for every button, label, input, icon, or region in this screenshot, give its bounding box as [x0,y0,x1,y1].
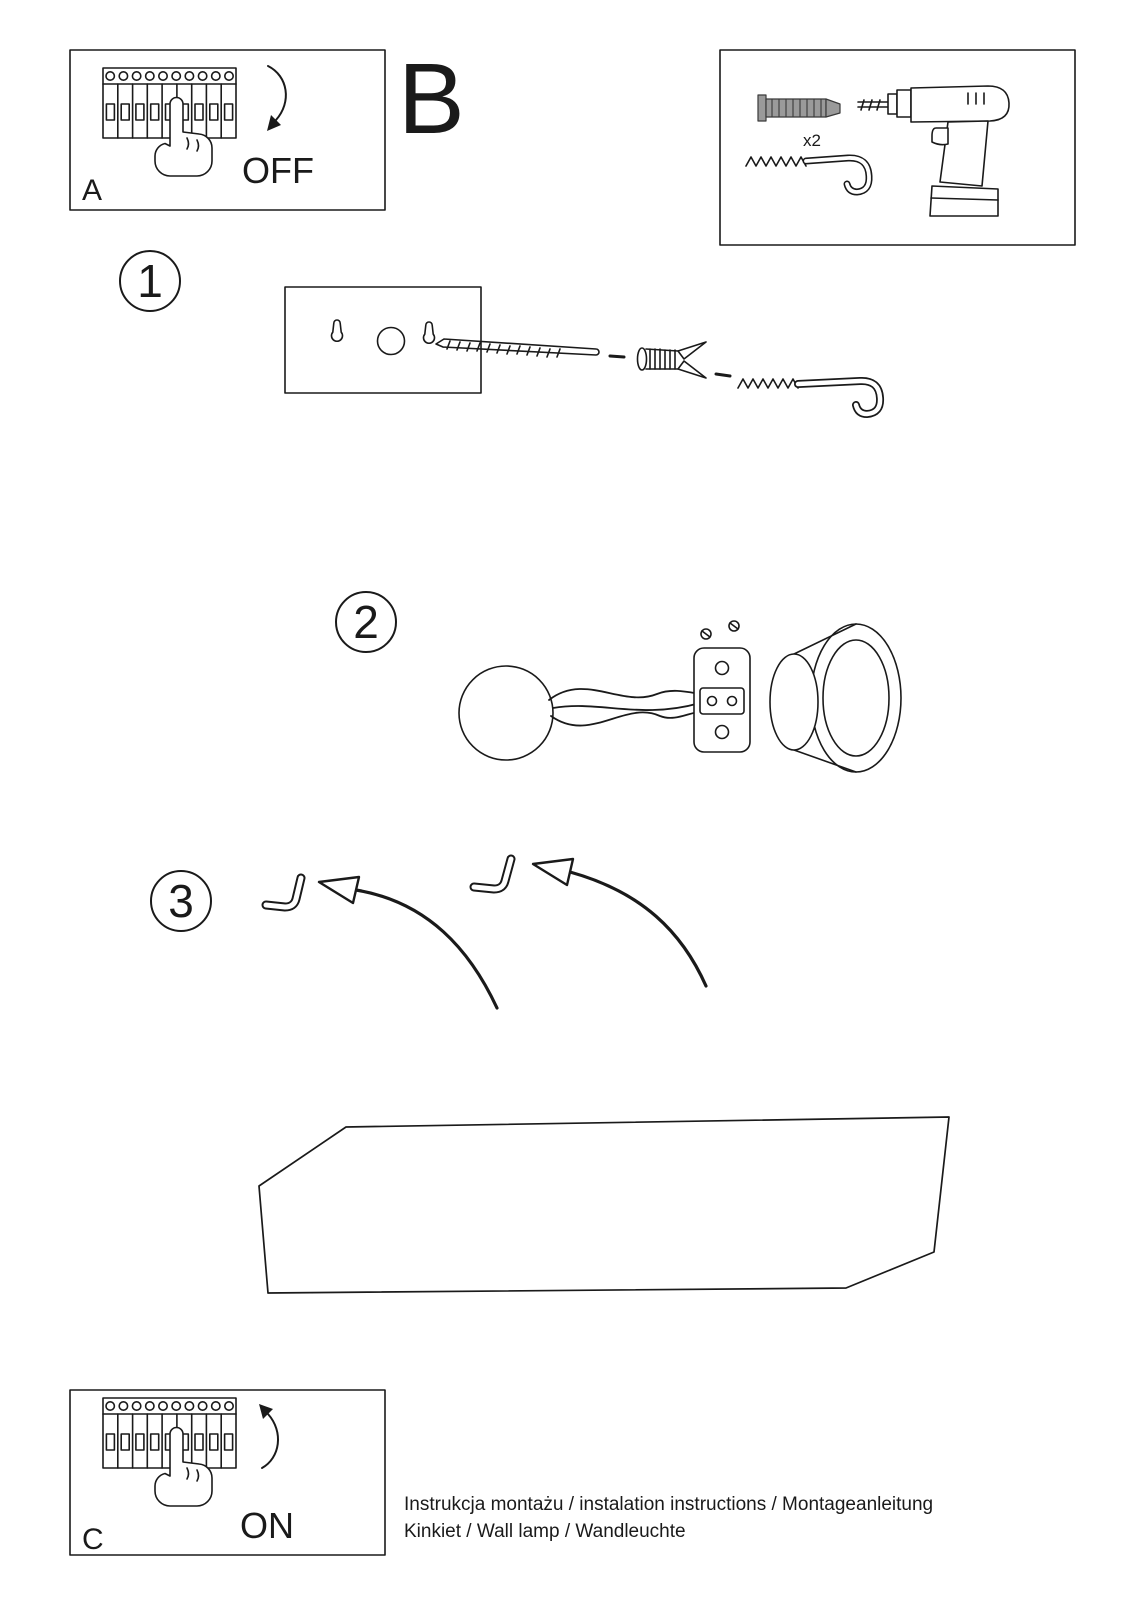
panel-a-state-label: OFF [242,150,314,191]
bracket-hole-bottom [714,724,730,740]
anchor-collar [636,347,648,371]
hook-screw-threads [737,378,799,389]
drill-chuck-front [887,93,898,115]
keyhole-slot-left [330,319,344,342]
canopy-back-rim [810,623,902,773]
hang-arrow-icon [531,857,708,988]
wires-illustration [548,688,701,727]
bulb-globe-illustration [458,665,554,761]
parts-box-frame [719,49,1076,246]
anchor-split-fin-top [677,341,707,360]
quantity-label: x2 [803,131,821,150]
hang-arrow-icon [317,875,499,1010]
sequence-dash-1 [608,354,626,359]
anchor-collar [757,94,767,122]
arrow-up-head-icon [259,1404,273,1419]
panel-a-label: A [82,174,102,207]
drill-chuck [896,89,912,118]
step-3-number: 3 [168,875,194,927]
step-1-badge [119,250,181,312]
hook-2-fill [471,856,514,892]
step-1-number: 1 [137,255,163,307]
footer: Instrukcja montażu / instalation instruc… [404,1494,933,1542]
wire-3 [552,702,701,711]
arrow-down-head-icon [267,115,281,131]
drill-vents [967,92,985,105]
hook-screw-threads [745,156,807,167]
drill-bit-flutes [446,340,561,358]
lamp-socket-illustration [693,620,902,773]
canopy-front-rim [769,653,819,751]
canopy-back-inner-rim [822,639,890,757]
drill-bit-illustration [435,338,600,358]
cable-hole [376,326,406,356]
anchor-body-edges [645,348,679,370]
drill-battery-seam [930,197,999,201]
drill-handle [939,120,989,187]
anchor-body [765,98,827,118]
step-3-badge [150,870,212,932]
panel-c-state-label: ON [240,1505,294,1546]
hook-screw-icon [745,154,873,196]
step-2-badge [335,591,397,653]
step-1: 1 [119,250,885,418]
screw-slot [729,622,739,630]
sequence-dash-2 [714,372,732,378]
hook-screw-shaft-outline [794,376,885,418]
screw-slot [701,630,711,638]
curved-arrow-down-icon [267,65,287,121]
wire-1 [548,688,701,701]
drill-icon [857,85,1010,217]
drill-battery [929,185,999,217]
hook-screw-illustration [737,376,885,418]
step-2-number: 2 [353,596,379,648]
step-2: 2 [335,591,902,773]
drill-bit-outline [435,338,600,356]
canopy-side-lines [793,623,857,773]
parts-box: x2 [719,49,1076,246]
panel-c: C ON [69,1389,386,1556]
wall-anchor-icon [757,94,841,122]
keyhole-slot-right [422,321,436,344]
anchor-tip [825,98,841,118]
anchor-ribs [771,99,822,117]
anchor-ribs [649,348,676,370]
arrow-2-shaft [568,870,708,988]
drill-trigger [931,127,949,146]
arrow-1-head [317,875,361,905]
footer-line-1: Instrukcja montażu / instalation instruc… [404,1494,933,1515]
wire-2 [550,711,701,727]
panel-b-label: B [398,43,465,155]
expansion-anchor-illustration [636,341,707,379]
panel-c-label: C [82,1523,104,1556]
terminal-screw-1 [706,695,718,707]
arrow-1-shaft [354,888,499,1010]
terminal-screw-2 [726,695,738,707]
footer-line-2: Kinkiet / Wall lamp / Wandleuchte [404,1521,686,1542]
terminal-block [699,687,745,715]
wall-hook-icon [469,854,516,894]
hook-screw-shaft-fill [795,378,883,417]
hook-1-fill [263,875,304,910]
bracket-hole-top [714,660,730,676]
drill-body [910,85,1010,123]
lamp-shade-illustration [258,1116,950,1294]
drill-bit-spiral [860,99,881,111]
step-3: 3 [150,854,708,1010]
anchor-split-fin-bottom [677,360,707,379]
wall-hook-icon [261,873,306,912]
hook-screw-shaft-fill [804,156,871,194]
arrow-2-head [531,857,575,887]
curved-arrow-up-icon [261,1413,280,1469]
panel-a: A OFF [69,49,386,211]
